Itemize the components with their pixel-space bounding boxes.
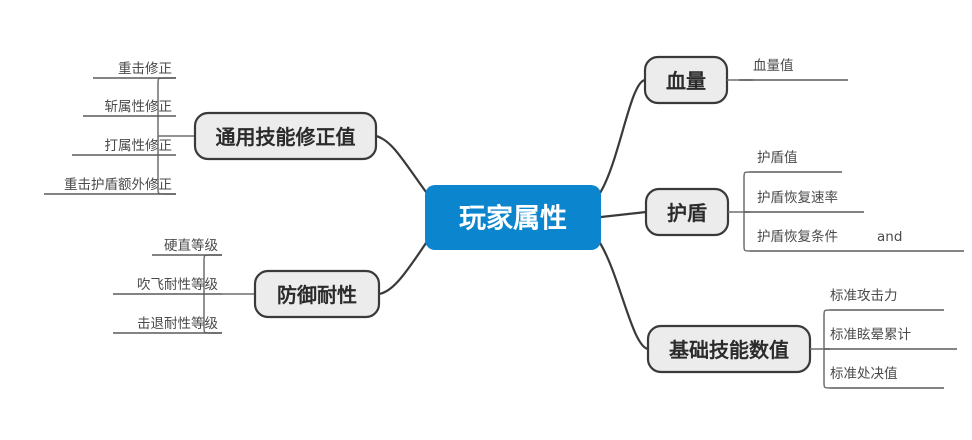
leaf-label-zhan-shuxing-xiuzheng: 斩属性修正 [105,99,173,115]
root-label: 玩家属性 [459,203,567,235]
branch-defense-resistance[interactable]: 硬直等级 吹飞耐性等级 击退耐性等级 防御耐性 [113,237,381,334]
leaf-label-chuifei-naixing-dengji: 吹飞耐性等级 [137,276,218,293]
branch-label-shield: 护盾 [667,201,707,225]
leaf-label-hudun-huifu-tiaojian: 护盾恢复条件 [757,228,838,245]
connector-root-to-general-skill-modifier [374,134,428,194]
branch-label-health: 血量 [666,69,706,93]
connector-root-to-basic-skill-values [598,241,650,351]
leaf-label-biaozhun-gongjili: 标准攻击力 [830,288,898,304]
leaf-label-xueliang-zhi: 血量值 [753,58,794,74]
branch-label-defense-resistance: 防御耐性 [277,283,357,307]
leaf-label-chongji-hudun-exra: 重击护盾额外修正 [64,177,172,193]
branch-label-basic-skill-values: 基础技能数值 [669,338,789,362]
leaf-label-hudun-zhi: 护盾值 [757,150,798,166]
branch-general-skill-modifier[interactable]: 重击修正 斩属性修正 打属性修正 重击护盾额外修正 通用技能修正值 [44,61,378,195]
leaf-label-hudun-huifu-sulv: 护盾恢复速率 [757,189,838,206]
leaf-label-biaozhun-xuanyun-leiji: 标准眩晕累计 [830,327,911,343]
leaf-label-biaozhun-chujue-zhi: 标准处决值 [830,366,898,382]
branch-box-general-skill-modifier[interactable] [193,111,378,161]
leaf-label-yingzhi-dengji: 硬直等级 [164,237,218,254]
connector-root-to-shield [599,210,648,219]
leaf-annotation-and: and [877,229,902,245]
root-connectors [374,78,650,351]
branch-health[interactable]: 血量 血量值 [643,55,848,105]
branch-shield[interactable]: 护盾 护盾值 护盾恢复速率 护盾恢复条件 and [644,150,964,252]
root-node[interactable]: 玩家属性 [425,185,601,250]
branch-label-general-skill-modifier: 通用技能修正值 [216,125,356,149]
branch-basic-skill-values[interactable]: 基础技能数值 标准攻击力 标准眩晕累计 标准处决值 [646,288,957,389]
leaf-label-jitui-naixing-dengji: 击退耐性等级 [137,315,218,332]
leaf-label-chongji-xiuzheng: 重击修正 [118,61,172,77]
branch-box-defense-resistance[interactable] [253,269,381,319]
connector-root-to-defense-resistance [377,241,428,296]
root-box[interactable] [425,185,601,250]
leaf-label-da-shuxing-xiuzheng: 打属性修正 [105,137,173,154]
connector-root-to-health [598,78,647,195]
